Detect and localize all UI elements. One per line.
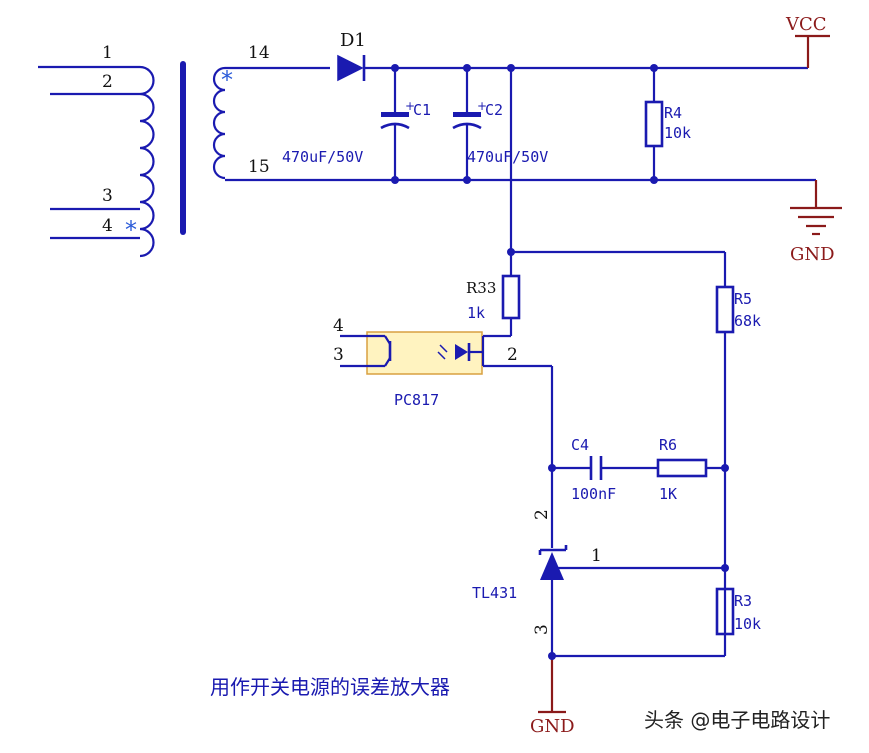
c1-label: C1 <box>413 101 431 119</box>
pin-label-3: 3 <box>102 186 113 206</box>
svg-text:+: + <box>405 99 415 113</box>
r4-label: R4 <box>664 104 682 122</box>
c4-label: C4 <box>571 436 589 454</box>
tl431-label: TL431 <box>472 584 517 602</box>
pin-label-15: 15 <box>248 157 270 177</box>
resistor-r4: R4 10k <box>644 68 691 180</box>
c2-label: C2 <box>485 101 503 119</box>
junction-dots <box>391 64 729 660</box>
r6-label: R6 <box>659 436 677 454</box>
tl431-pin-1: 1 <box>591 546 602 566</box>
gnd-bottom-label: GND <box>530 716 575 737</box>
capacitor-c2: + C2 470uF/50V <box>452 68 548 180</box>
gnd-symbol-bottom: GND <box>530 656 575 737</box>
tl431-regulator: 2 1 3 TL431 <box>472 509 725 656</box>
r33-label: R33 <box>466 279 496 297</box>
opto-pin-4: 4 <box>333 316 344 336</box>
svg-text:+: + <box>477 99 487 113</box>
vcc-symbol: VCC <box>785 14 830 68</box>
diode-d1: D1 <box>337 30 808 82</box>
watermark: 头条 @电子电路设计 <box>644 708 830 732</box>
resistor-r5: R5 68k <box>715 252 761 656</box>
c2-value: 470uF/50V <box>467 148 548 166</box>
resistor-r3: R3 10k <box>715 587 761 636</box>
polarity-star-primary: * <box>125 216 137 244</box>
tl431-pin-2: 2 <box>532 509 552 520</box>
pin-label-14: 14 <box>248 43 270 63</box>
capacitor-c4: C4 100nF <box>552 436 658 503</box>
r33-value: 1k <box>467 304 485 322</box>
r3-value: 10k <box>734 615 761 633</box>
pc817-label: PC817 <box>394 391 439 409</box>
c1-value: 470uF/50V <box>282 148 363 166</box>
pin-label-1: 1 <box>102 43 113 63</box>
vcc-label: VCC <box>785 14 827 35</box>
tl431-pin-3: 3 <box>532 624 552 635</box>
resistor-r33: R33 1k <box>466 252 521 338</box>
d1-label: D1 <box>340 30 366 51</box>
diagram-caption: 用作开关电源的误差放大器 <box>210 675 450 699</box>
r5-value: 68k <box>734 312 761 330</box>
opto-pin-2: 2 <box>507 345 518 365</box>
opto-pin-3: 3 <box>333 345 344 365</box>
optocoupler-pc817: 4 3 2 PC817 <box>333 316 520 409</box>
capacitor-c1: + C1 470uF/50V <box>282 68 431 180</box>
gnd-top-label: GND <box>790 244 835 265</box>
r6-value: 1K <box>659 485 677 503</box>
polarity-star-secondary: * <box>221 66 233 94</box>
pin-label-4: 4 <box>102 216 113 236</box>
r4-value: 10k <box>664 124 691 142</box>
r5-label: R5 <box>734 290 752 308</box>
c4-value: 100nF <box>571 485 616 503</box>
resistor-r6: R6 1K <box>656 436 725 503</box>
r3-label: R3 <box>734 592 752 610</box>
gnd-symbol-top: GND <box>790 180 842 265</box>
pin-label-2: 2 <box>102 72 113 92</box>
transformer: * * 1 2 3 4 14 15 <box>38 43 395 258</box>
